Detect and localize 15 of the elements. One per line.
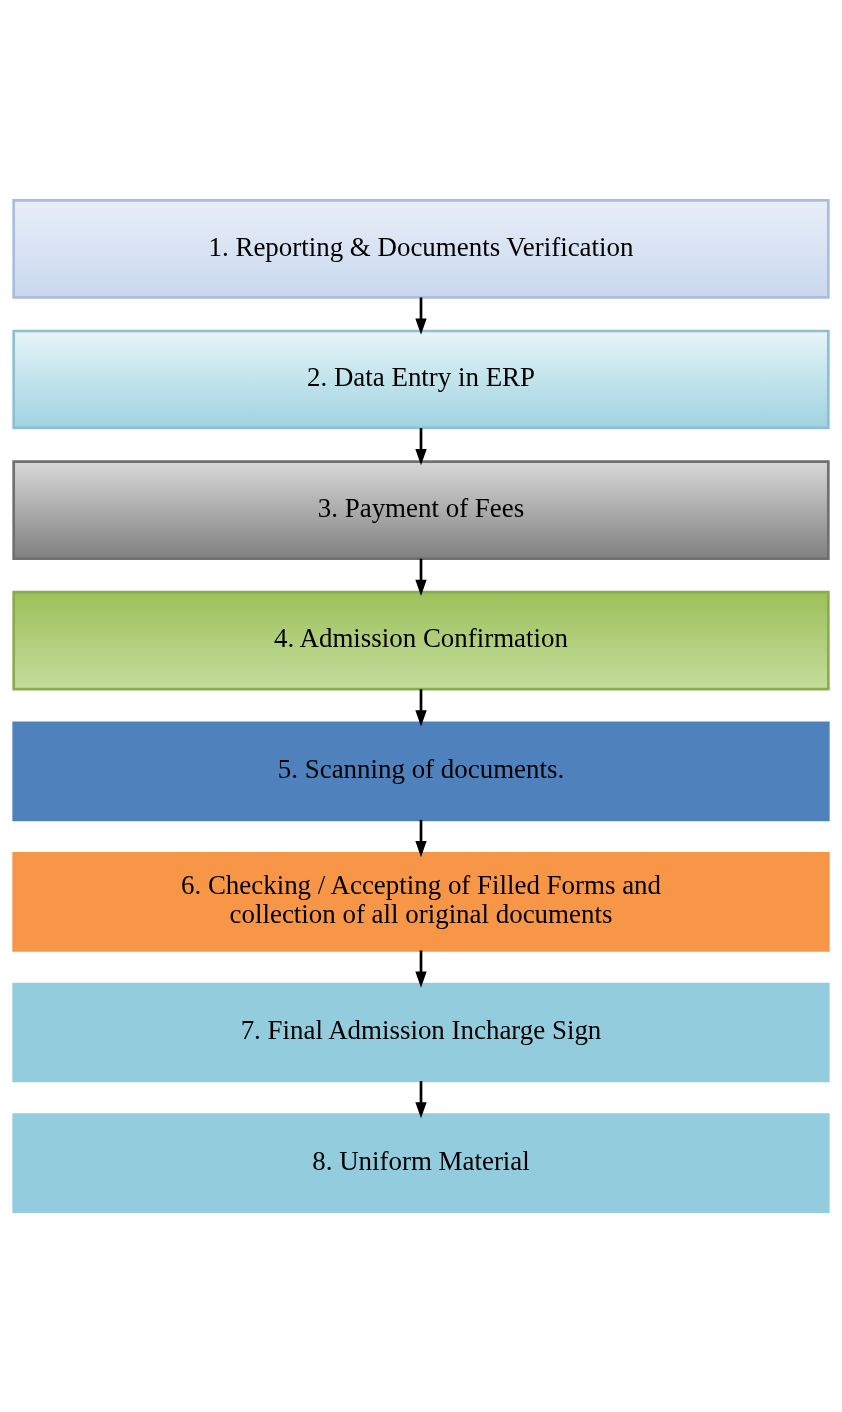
arrow [415, 428, 427, 466]
node-box: 1. Reporting & Documents Verification [12, 199, 830, 299]
arrow [415, 297, 427, 335]
node-box: 7. Final Admission Incharge Sign [12, 982, 830, 1083]
node-box: 6. Checking / Accepting of Filled Forms and collection of all original documents [12, 852, 830, 952]
arrow [415, 819, 427, 858]
arrow [415, 558, 427, 596]
arrow [415, 950, 427, 988]
arrow [415, 689, 427, 727]
node-box: 4. Admission Confirmation [12, 590, 830, 691]
node-box: 3. Payment of Fees [12, 460, 830, 560]
node-box: 2. Data Entry in ERP [12, 329, 830, 430]
arrow [415, 1081, 427, 1119]
node-box: 8. Uniform Material [12, 1113, 830, 1213]
node-box: 5. Scanning of documents. [12, 721, 830, 822]
